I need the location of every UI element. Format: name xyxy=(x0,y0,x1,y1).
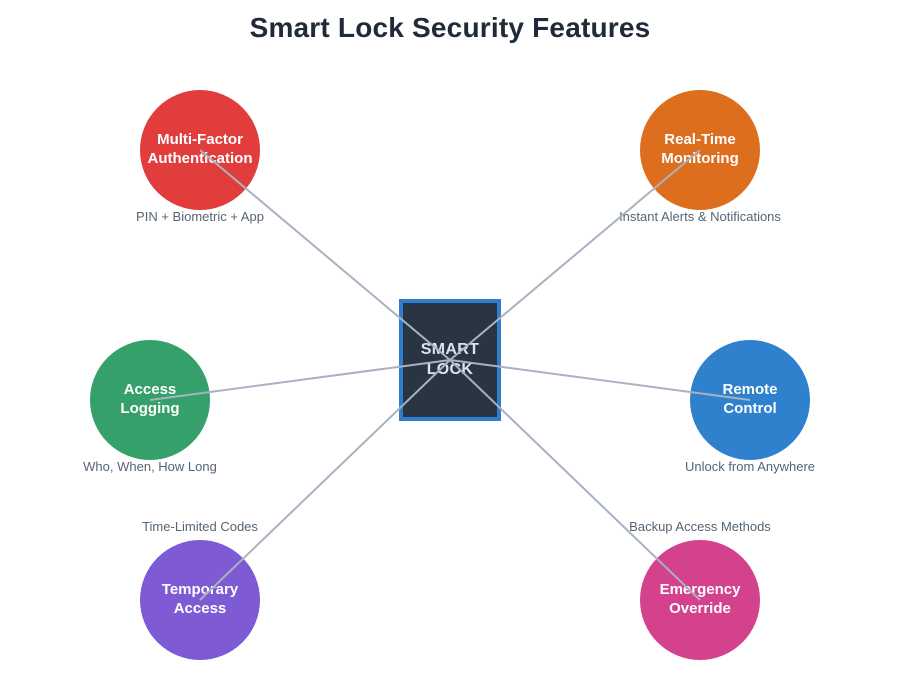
node-label: Remote Control xyxy=(722,381,778,417)
node-label: Emergency Override xyxy=(659,581,741,617)
node-label: Multi-Factor Authentication xyxy=(147,131,253,167)
node-caption-access-logging: Who, When, How Long xyxy=(83,459,217,474)
diagram-title: Smart Lock Security Features xyxy=(249,12,651,43)
node-caption-remote-control: Unlock from Anywhere xyxy=(684,459,816,474)
node-label: Temporary Access xyxy=(161,581,239,617)
center-node-smart-lock: SMART LOCK xyxy=(399,299,501,421)
node-emergency-override: Emergency Override xyxy=(640,540,760,660)
center-node-label: SMART LOCK xyxy=(420,341,480,378)
node-multi-factor-authentication: Multi-Factor Authentication xyxy=(140,90,260,210)
node-caption-multi-factor-authentication: PIN + Biometric + App xyxy=(136,209,264,224)
node-caption-emergency-override: Backup Access Methods xyxy=(629,519,771,534)
node-caption-temporary-access: Time-Limited Codes xyxy=(142,519,258,534)
node-caption-real-time-monitoring: Instant Alerts & Notifications xyxy=(619,209,781,224)
node-remote-control: Remote Control xyxy=(690,340,810,460)
node-label: Real-Time Monitoring xyxy=(661,131,739,167)
node-temporary-access: Temporary Access xyxy=(140,540,260,660)
node-real-time-monitoring: Real-Time Monitoring xyxy=(640,90,760,210)
node-label: Access Logging xyxy=(120,381,180,417)
node-access-logging: Access Logging xyxy=(90,340,210,460)
